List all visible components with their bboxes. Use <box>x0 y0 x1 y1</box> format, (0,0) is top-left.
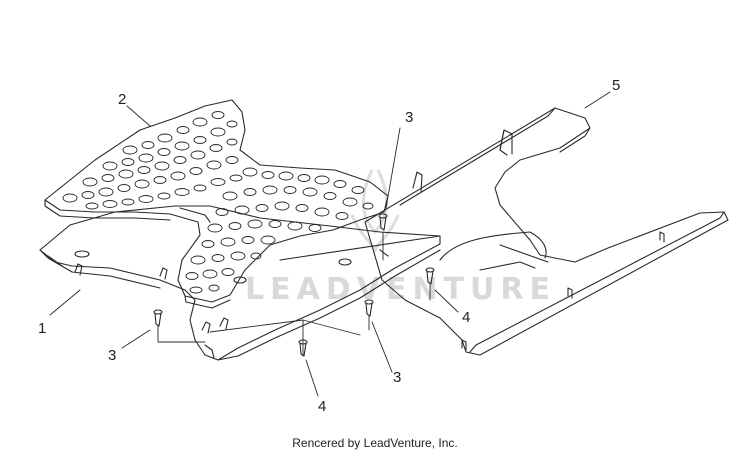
callout-5: 5 <box>612 77 620 94</box>
callout-4-bottom: 4 <box>318 398 326 415</box>
callout-2: 2 <box>118 91 126 108</box>
callout-3-top: 3 <box>405 109 413 126</box>
callout-3-left: 3 <box>108 347 116 364</box>
watermark-logo <box>350 169 400 254</box>
side-rail-part-5 <box>364 107 729 356</box>
watermark-text: LEADVENTURE <box>245 272 556 307</box>
screw-top <box>378 213 388 231</box>
assembly-guide-lines <box>157 231 431 357</box>
mat-perforations <box>62 111 374 294</box>
callout-3-bottom: 3 <box>393 369 401 386</box>
callout-1: 1 <box>38 320 46 337</box>
floor-mat-part-2 <box>44 99 389 309</box>
leader-lines <box>49 91 611 397</box>
screw-middle <box>364 299 374 317</box>
footer-credit: Rencered by LeadVenture, Inc. <box>292 436 458 450</box>
screw-right <box>425 267 435 285</box>
floor-pan-part-1 <box>39 205 441 361</box>
callout-4-right: 4 <box>462 309 470 326</box>
screw-left <box>153 309 163 327</box>
